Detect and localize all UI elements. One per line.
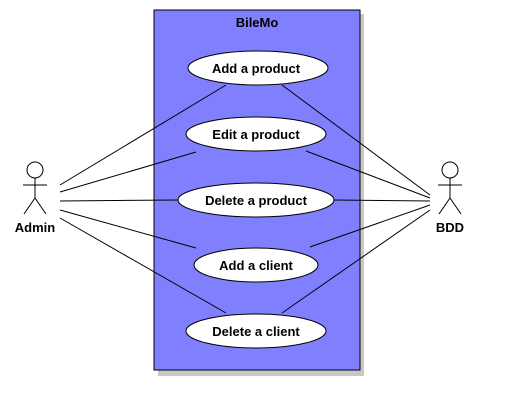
use-case-edit-product[interactable]: Edit a product: [185, 116, 327, 152]
actor-admin[interactable]: Admin: [15, 161, 56, 235]
actor-bdd[interactable]: BDD: [436, 161, 464, 235]
system-name: BileMo: [236, 15, 279, 30]
use-case-delete-client[interactable]: Delete a client: [185, 313, 327, 349]
use-case-label: Delete a client: [212, 324, 300, 339]
stick-figure-icon: [23, 161, 47, 215]
assoc-admin-delete-product: [59, 199, 179, 202]
use-case-label: Add a product: [212, 61, 301, 76]
use-case-delete-product[interactable]: Delete a product: [177, 182, 335, 218]
assoc-admin-edit-product: [59, 151, 197, 193]
stick-figure-icon: [438, 161, 462, 215]
actor-label: BDD: [436, 220, 464, 235]
use-case-add-product[interactable]: Add a product: [187, 50, 329, 86]
assoc-admin-delete-client: [59, 217, 227, 314]
assoc-bdd-edit-product: [305, 150, 431, 199]
assoc-bdd-delete-client: [281, 209, 431, 314]
actor-label: Admin: [15, 220, 56, 235]
assoc-bdd-delete-product: [332, 199, 431, 202]
assoc-admin-add-client: [59, 209, 197, 249]
assoc-admin-add-product: [59, 84, 227, 186]
use-case-add-client[interactable]: Add a client: [193, 247, 319, 283]
assoc-bdd-add-client: [309, 204, 431, 248]
associations: [59, 84, 431, 314]
use-case-label: Delete a product: [205, 193, 308, 208]
use-case-label: Add a client: [219, 258, 293, 273]
use-case-label: Edit a product: [212, 127, 300, 142]
assoc-bdd-add-product: [281, 84, 431, 196]
